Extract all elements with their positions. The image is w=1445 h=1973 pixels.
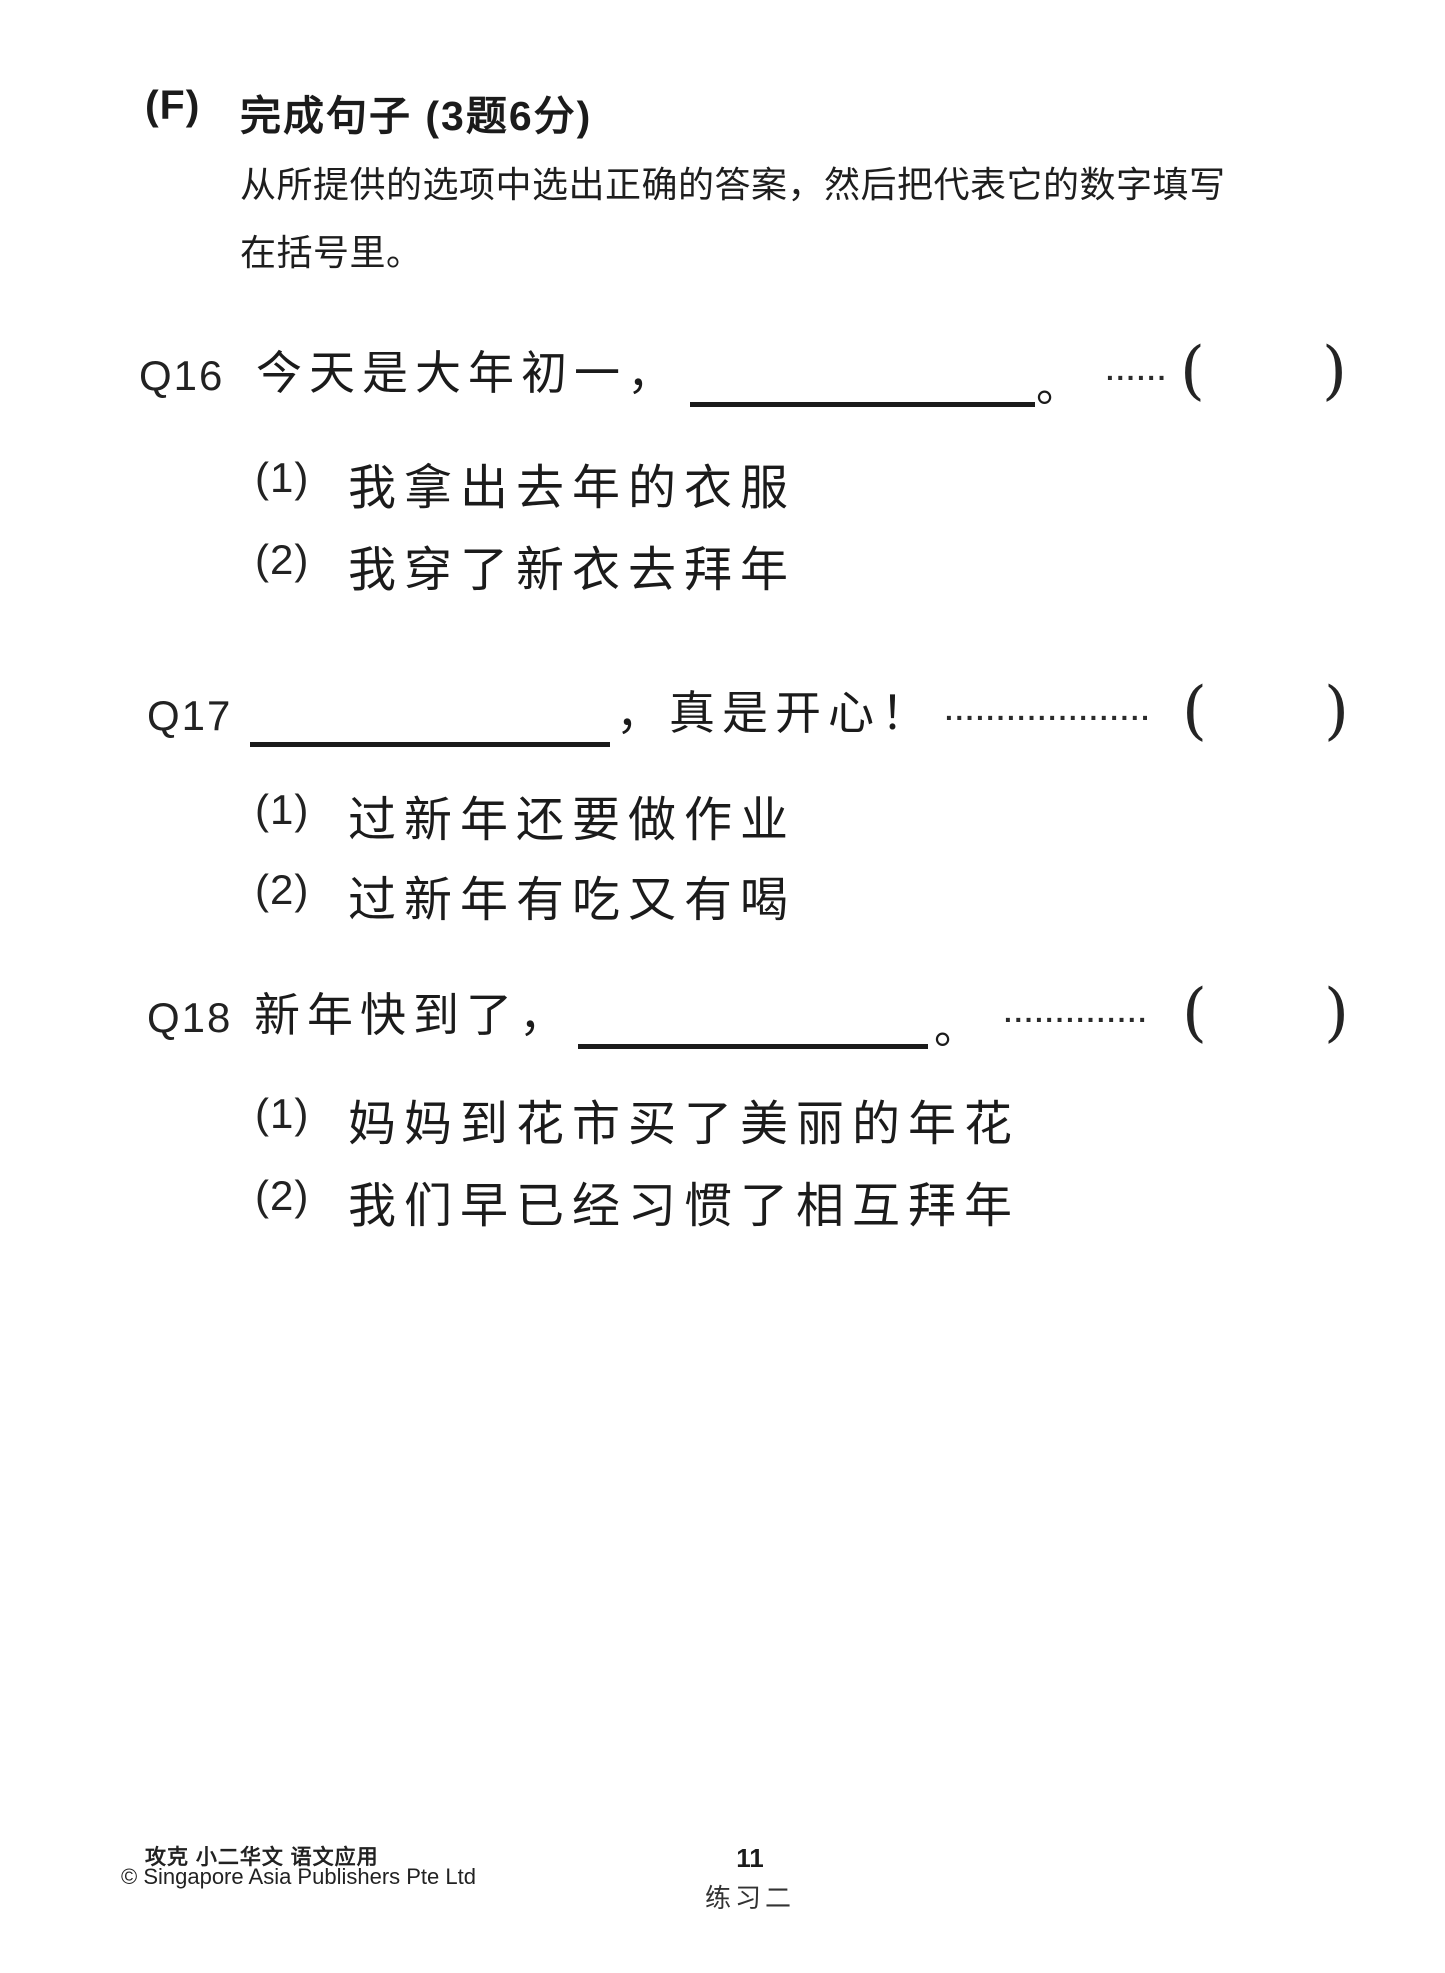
option-number: (1) — [255, 454, 310, 501]
footer-copyright: © Singapore Asia Publishers Pte Ltd — [121, 1864, 476, 1889]
answer-paren-open-q17: ( — [1182, 674, 1207, 748]
question-text-q16: 今天是大年初一， — [256, 346, 680, 400]
option-text: 过新年还要做作业 — [348, 792, 797, 848]
option-row-q17-2: (2) 过新年有吃又有喝 — [0, 860, 1445, 928]
answer-blank-q16 — [690, 402, 1035, 407]
option-text: 我拿出去年的衣服 — [348, 460, 797, 516]
question-text-q18: 新年快到了， — [254, 988, 572, 1042]
question-period-q18: 。 — [934, 1003, 978, 1054]
option-row-q17-1: (1) 过新年还要做作业 — [0, 780, 1445, 848]
option-text: 过新年有吃又有喝 — [348, 872, 797, 928]
question-text-q17: ，真是开心！ — [616, 686, 934, 740]
instructions-line-1: 从所提供的选项中选出正确的答案，然后把代表它的数字填写 — [240, 164, 1226, 205]
answer-paren-close-q18: ) — [1324, 976, 1349, 1050]
page-number: 11 — [736, 1843, 764, 1873]
question-row-q18: Q18 新年快到了， 。 ·············· ( ) — [0, 976, 1445, 1062]
option-row-q16-1: (1) 我拿出去年的衣服 — [0, 448, 1445, 516]
option-number: (2) — [255, 866, 310, 913]
answer-paren-open-q18: ( — [1182, 976, 1207, 1050]
question-label-q16: Q16 — [139, 352, 225, 399]
question-row-q17: Q17 ，真是开心！ ···················· ( ) — [0, 674, 1445, 760]
dotted-leader-q17: ···················· — [945, 702, 1152, 733]
option-number: (1) — [255, 786, 310, 833]
answer-paren-close-q16: ) — [1322, 334, 1347, 408]
section-header: (F) 完成句子 (3题6分) — [0, 82, 1445, 139]
section-label: (F) — [145, 82, 201, 128]
answer-blank-q18 — [578, 1044, 928, 1049]
dotted-leader-q18: ·············· — [1004, 1004, 1149, 1035]
option-number: (1) — [255, 1090, 310, 1137]
dotted-leader-q16: ······ — [1106, 362, 1168, 393]
footer-exercise-label: 练习二 — [704, 1884, 795, 1914]
option-row-q16-2: (2) 我穿了新衣去拜年 — [0, 530, 1445, 598]
question-label-q17: Q17 — [147, 692, 233, 739]
option-number: (2) — [255, 536, 310, 583]
question-label-q18: Q18 — [147, 994, 233, 1041]
question-row-q16: Q16 今天是大年初一， 。 ······ ( ) — [0, 334, 1445, 420]
option-text: 我们早已经习惯了相互拜年 — [348, 1178, 1021, 1234]
question-period-q16: 。 — [1036, 361, 1080, 412]
section-title: 完成句子 (3题6分) — [240, 93, 593, 139]
instructions-line-2: 在括号里。 — [240, 232, 423, 273]
option-row-q18-1: (1) 妈妈到花市买了美丽的年花 — [0, 1084, 1445, 1152]
option-text: 我穿了新衣去拜年 — [348, 542, 797, 598]
option-row-q18-2: (2) 我们早已经习惯了相互拜年 — [0, 1166, 1445, 1234]
option-text: 妈妈到花市买了美丽的年花 — [348, 1096, 1021, 1152]
footer-series-title: 攻克 小二华文 语文应用 — [145, 1846, 379, 1869]
answer-blank-q17 — [250, 742, 610, 747]
answer-paren-close-q17: ) — [1324, 674, 1349, 748]
option-number: (2) — [255, 1172, 310, 1219]
answer-paren-open-q16: ( — [1180, 334, 1205, 408]
